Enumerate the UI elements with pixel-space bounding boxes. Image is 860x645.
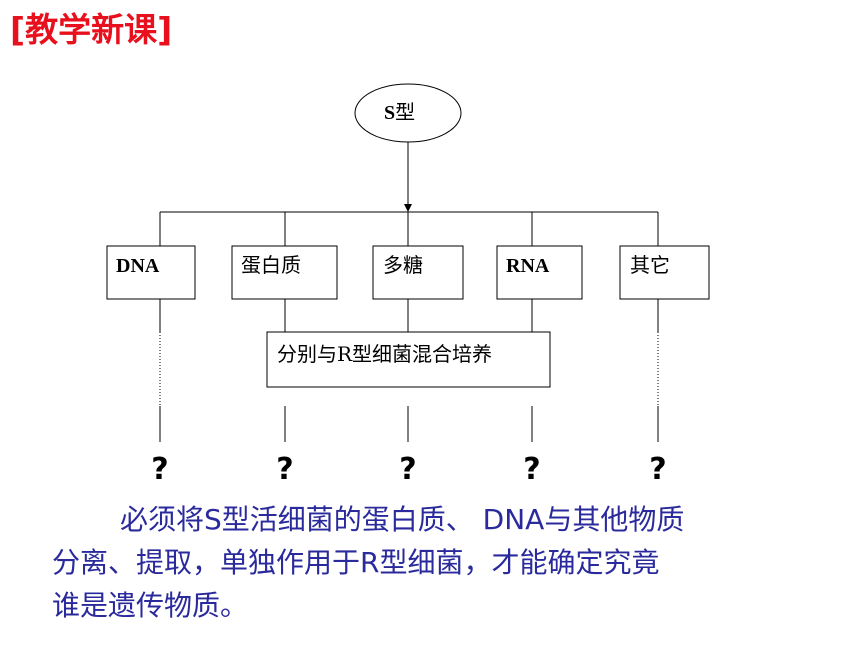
component-label-rna: RNA	[506, 255, 550, 277]
paragraph-line-3: 谁是遗传物质。	[52, 589, 249, 622]
outcome-question-4: ?	[523, 452, 541, 487]
type-char: 型	[395, 100, 416, 124]
outcome-question-3: ?	[399, 452, 417, 487]
paragraph-line-1-text: 必须将S型活细菌的蛋白质、 DNA与其他物质	[120, 503, 685, 536]
paragraph-line-2: 分离、提取，单独作用于R型细菌，才能确定究竟	[52, 546, 660, 579]
component-box-other	[619, 245, 710, 300]
outcome-question-5: ?	[649, 452, 667, 487]
component-box-dna	[106, 245, 196, 300]
lesson-heading: [教学新课]	[10, 10, 173, 49]
process-box	[266, 331, 551, 388]
s-type-label: S型	[384, 100, 415, 125]
component-label-protein: 蛋白质	[241, 253, 301, 277]
outcome-question-1: ?	[151, 452, 169, 487]
outcome-question-2: ?	[276, 452, 294, 487]
paragraph-line-1: 必须将S型活细菌的蛋白质、 DNA与其他物质	[52, 498, 832, 541]
component-label-polysaccharide: 多糖	[383, 253, 423, 277]
component-label-other: 其它	[630, 253, 670, 277]
conclusion-paragraph: 必须将S型活细菌的蛋白质、 DNA与其他物质 分离、提取，单独作用于R型细菌，才…	[52, 498, 832, 627]
s-letter: S	[384, 102, 396, 124]
component-label-dna: DNA	[116, 255, 160, 277]
component-box-polysaccharide	[372, 245, 464, 300]
process-label: 分别与R型细菌混合培养	[277, 342, 493, 366]
component-box-rna	[496, 245, 583, 300]
